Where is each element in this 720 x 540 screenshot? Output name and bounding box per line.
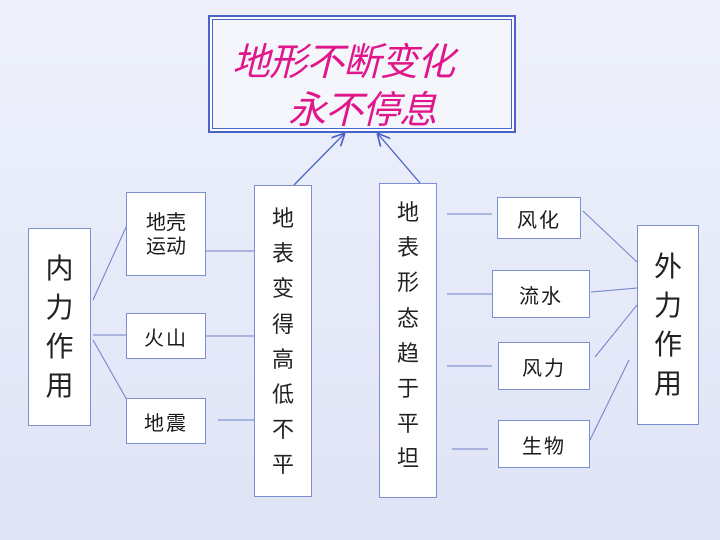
crust-movement-line: 地壳 (146, 210, 186, 234)
earthquake-box: 地震 (126, 398, 206, 444)
weathering-label: 风化 (517, 207, 561, 232)
weathering-box: 风化 (497, 197, 581, 239)
line-bio-to-cause (589, 359, 630, 441)
external-force-char: 作 (653, 328, 682, 361)
uneven-surface-char: 平 (271, 453, 294, 479)
external-force-label: 外力作用 (638, 226, 698, 424)
crust-movement-box: 地壳运动 (126, 192, 206, 276)
organism-label: 生物 (522, 433, 566, 458)
flat-surface-char: 形 (396, 271, 419, 297)
external-force-char: 力 (653, 288, 682, 322)
flat-surface-char: 趋 (396, 341, 419, 367)
uneven-surface-char: 不 (271, 418, 294, 444)
flat-surface-label: 地表形态趋于平坦 (380, 184, 436, 509)
title-line-1: 地形不断变化 (232, 40, 455, 84)
wind-box: 风力 (498, 342, 590, 390)
flat-surface-char: 地 (396, 201, 419, 226)
uneven-surface-label: 地表变得高低不平 (255, 186, 311, 512)
arrow-left-to-title (293, 134, 344, 186)
flat-surface-char: 平 (396, 412, 419, 438)
running-water-box: 流水 (492, 270, 590, 318)
internal-force-char: 内 (45, 251, 74, 285)
internal-force-char: 用 (45, 369, 74, 403)
uneven-surface-char: 表 (271, 242, 294, 268)
flat-surface-char: 于 (396, 376, 419, 402)
crust-movement-label: 地壳运动 (127, 193, 205, 275)
internal-force-char: 作 (45, 330, 74, 363)
earthquake-label: 地震 (144, 410, 188, 435)
line-weathering-to-cause (582, 210, 638, 263)
external-force-box: 外力作用 (637, 225, 699, 425)
organism-box: 生物 (498, 420, 590, 468)
external-force-char: 用 (653, 367, 682, 401)
wind-label: 风力 (522, 355, 566, 380)
title-box: 地形不断变化 永不停息 (208, 15, 516, 133)
flat-surface-char: 表 (396, 236, 419, 262)
title-line-2: 永不停息 (288, 88, 437, 132)
line-cause-to-crust (92, 224, 128, 301)
volcano-box: 火山 (126, 313, 206, 359)
uneven-surface-char: 得 (271, 312, 294, 338)
line-water-to-cause (590, 287, 638, 293)
uneven-surface-box: 地表变得高低不平 (254, 185, 312, 497)
flat-surface-char: 态 (396, 306, 419, 332)
internal-force-label: 内力作用 (29, 229, 90, 425)
uneven-surface-char: 变 (271, 277, 294, 303)
uneven-surface-char: 高 (271, 347, 294, 373)
internal-force-box: 内力作用 (28, 228, 91, 426)
line-wind-to-cause (594, 304, 638, 358)
external-force-char: 外 (653, 249, 682, 283)
crust-movement-line: 运动 (146, 234, 186, 258)
arrow-right-to-title (378, 134, 421, 184)
internal-force-char: 力 (45, 290, 74, 324)
uneven-surface-char: 地 (271, 207, 294, 232)
flat-surface-box: 地表形态趋于平坦 (379, 183, 437, 498)
flat-surface-char: 坦 (396, 447, 419, 473)
line-cause-to-quake (92, 339, 128, 401)
uneven-surface-char: 低 (271, 382, 294, 408)
running-water-label: 流水 (519, 283, 563, 308)
volcano-label: 火山 (144, 325, 188, 350)
